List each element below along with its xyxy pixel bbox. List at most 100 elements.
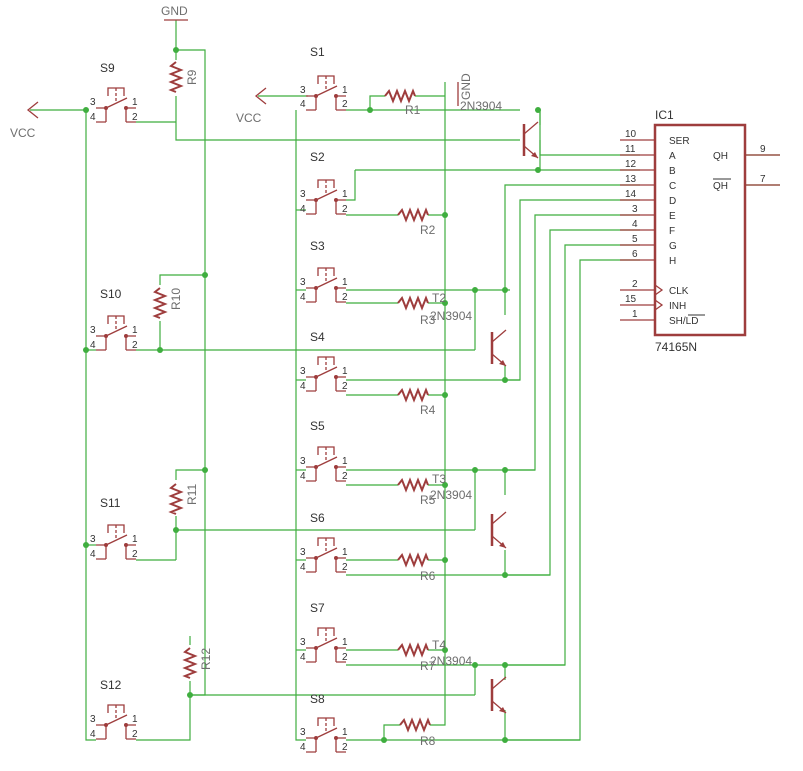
svg-text:4: 4 <box>300 381 306 392</box>
switch-s11: S11 3 4 1 2 <box>90 496 138 560</box>
switch-s9: S9 3 4 1 2 <box>90 61 138 123</box>
svg-text:SER: SER <box>669 136 690 147</box>
vcc-mid-label: VCC <box>236 111 262 125</box>
svg-text:7: 7 <box>760 174 766 185</box>
svg-text:R1: R1 <box>405 103 421 117</box>
svg-text:R6: R6 <box>420 569 436 583</box>
svg-text:3: 3 <box>300 85 306 96</box>
transistor-part: 2N3904 <box>430 309 472 323</box>
svg-text:3: 3 <box>90 325 96 336</box>
vcc-left-label: VCC <box>10 126 36 140</box>
switch-label: S8 <box>310 692 325 706</box>
svg-text:2: 2 <box>132 729 138 740</box>
svg-text:SH/LD: SH/LD <box>669 316 698 327</box>
svg-text:R7: R7 <box>420 659 436 673</box>
switch-s10: S10 3 4 1 2 <box>90 287 138 351</box>
gnd-overlap-label: GND <box>459 73 473 100</box>
svg-text:3: 3 <box>90 714 96 725</box>
transistor-name: T3 <box>432 472 446 486</box>
svg-text:11: 11 <box>625 144 636 155</box>
svg-text:3: 3 <box>300 637 306 648</box>
svg-text:E: E <box>669 211 676 222</box>
svg-text:1: 1 <box>342 85 348 96</box>
svg-text:2: 2 <box>342 292 348 303</box>
svg-text:INH: INH <box>669 301 686 312</box>
svg-text:3: 3 <box>300 456 306 467</box>
switch-label: S2 <box>310 150 325 164</box>
switch-label: S1 <box>310 45 325 59</box>
resistor-r1: R1 <box>384 90 421 117</box>
switch-s6: S6 3 4 1 2 <box>300 511 348 573</box>
svg-text:3: 3 <box>300 547 306 558</box>
switch-label: S9 <box>100 61 115 75</box>
junctions <box>83 47 541 743</box>
vcc-left-symbol: VCC <box>10 101 39 140</box>
resistor-r12: R12 <box>184 647 213 679</box>
svg-text:1: 1 <box>342 547 348 558</box>
svg-text:2: 2 <box>342 471 348 482</box>
svg-text:R2: R2 <box>420 223 436 237</box>
svg-text:5: 5 <box>632 234 638 245</box>
transistor-part: 2N3904 <box>430 654 472 668</box>
svg-text:R8: R8 <box>420 734 436 748</box>
switch-s2: S2 3 4 1 2 <box>300 150 348 215</box>
svg-text:1: 1 <box>132 534 138 545</box>
svg-text:9: 9 <box>760 144 766 155</box>
resistor-r6: R6 <box>397 554 436 583</box>
ic-right-pins <box>745 154 780 186</box>
switch-label: S5 <box>310 419 325 433</box>
switch-label: S11 <box>100 496 121 510</box>
svg-text:4: 4 <box>90 340 96 351</box>
resistor-r5: R5 <box>397 479 436 507</box>
ic-part: 74165N <box>655 340 697 354</box>
switch-s5: S5 3 4 1 2 <box>300 419 348 482</box>
vcc-mid-symbol: VCC <box>236 87 267 125</box>
transistor-name: T4 <box>432 638 446 652</box>
transistor-top: 2N3904 GND <box>457 73 540 160</box>
resistor-r4: R4 <box>397 389 436 417</box>
transistor-t2: T2 2N3904 <box>430 291 508 368</box>
switch-label: S7 <box>310 601 325 615</box>
switch-s12: S12 3 4 1 2 <box>90 678 138 740</box>
switch-s8: S8 3 4 1 2 <box>300 692 348 753</box>
switch-label: S4 <box>310 330 325 344</box>
resistor-r8: R8 <box>399 719 436 748</box>
gnd-label: GND <box>161 4 188 18</box>
svg-text:2: 2 <box>342 652 348 663</box>
svg-text:3: 3 <box>300 277 306 288</box>
svg-text:14: 14 <box>625 189 637 200</box>
svg-text:1: 1 <box>342 637 348 648</box>
svg-text:2: 2 <box>342 381 348 392</box>
svg-text:QH: QH <box>713 151 728 162</box>
svg-text:4: 4 <box>300 292 306 303</box>
svg-text:1: 1 <box>132 714 138 725</box>
svg-text:1: 1 <box>132 325 138 336</box>
svg-text:2: 2 <box>132 549 138 560</box>
svg-text:3: 3 <box>90 534 96 545</box>
svg-text:G: G <box>669 241 677 252</box>
wires <box>30 20 780 741</box>
svg-text:1: 1 <box>342 727 348 738</box>
svg-text:2: 2 <box>342 99 348 110</box>
resistor-r3: R3 <box>397 297 436 327</box>
svg-text:4: 4 <box>300 99 306 110</box>
transistor-t3: T3 2N3904 <box>430 472 508 550</box>
switch-s1: S1 3 4 1 2 <box>300 45 348 111</box>
transistor-name: T2 <box>432 291 446 305</box>
ic-74165: IC1 74165N 10 SER 11 A 12 B 13 C 14 <box>620 108 780 354</box>
svg-text:2: 2 <box>632 279 638 290</box>
switch-label: S10 <box>100 287 122 301</box>
svg-text:2: 2 <box>132 340 138 351</box>
switch-s3: S3 3 4 1 2 <box>300 239 348 303</box>
svg-text:3: 3 <box>300 366 306 377</box>
ic-left-pins <box>620 139 664 321</box>
resistor-r7: R7 <box>397 644 436 673</box>
svg-text:R5: R5 <box>420 493 436 507</box>
svg-text:R3: R3 <box>420 313 436 327</box>
ic-name: IC1 <box>655 108 674 122</box>
svg-text:3: 3 <box>632 204 638 215</box>
svg-text:4: 4 <box>632 219 638 230</box>
svg-text:1: 1 <box>342 277 348 288</box>
svg-text:F: F <box>669 226 675 237</box>
